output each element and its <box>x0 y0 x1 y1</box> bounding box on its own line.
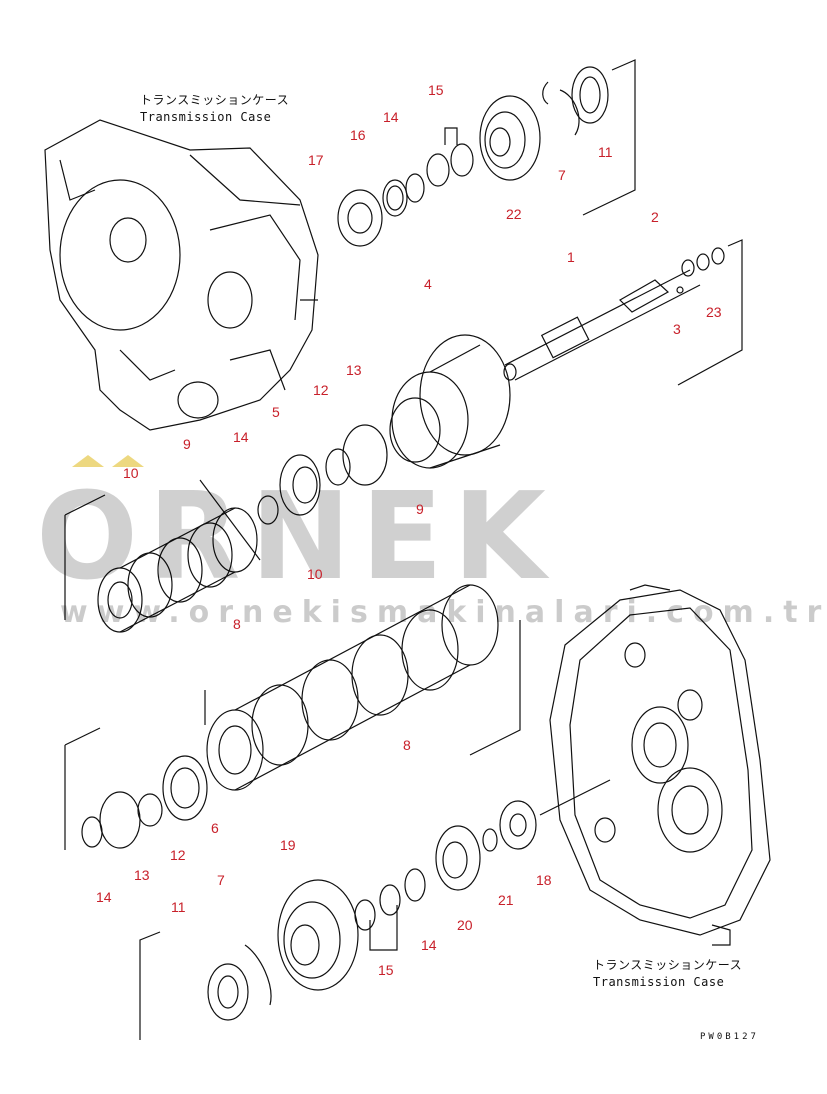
part-label: 20 <box>457 917 473 933</box>
part-label: 23 <box>706 304 722 320</box>
part-label: 9 <box>183 436 191 452</box>
shaft-assembly <box>503 239 743 386</box>
part-label: 15 <box>378 962 394 978</box>
part-label: 11 <box>171 899 186 915</box>
part-label: 18 <box>536 872 552 888</box>
watermark-logo-mark-2 <box>112 455 144 467</box>
caption-bottom-en: Transmission Case <box>593 975 725 989</box>
part-label: 3 <box>673 321 681 337</box>
lower-chain-parts <box>64 727 208 850</box>
part-label: 13 <box>346 362 362 378</box>
transmission-case-upper <box>44 119 319 431</box>
part-label: 1 <box>567 249 575 265</box>
upper-clutch-pack <box>64 479 261 633</box>
part-label: 13 <box>134 867 150 883</box>
part-label: 15 <box>428 82 444 98</box>
part-label: 14 <box>421 937 437 953</box>
watermark-brand: ORNEK <box>36 468 556 607</box>
part-label: 12 <box>170 847 186 863</box>
part-label: 4 <box>424 276 432 292</box>
part-label: 6 <box>211 820 219 836</box>
part-label: 22 <box>506 206 522 222</box>
watermark-logo-mark <box>72 455 104 467</box>
drawing-code: PW0B127 <box>700 1032 759 1042</box>
part-label: 14 <box>383 109 399 125</box>
watermark-url: www.ornekismakinalari.com.tr <box>60 595 827 630</box>
part-label: 16 <box>350 127 366 143</box>
caption-top-en: Transmission Case <box>140 110 272 124</box>
part-label: 10 <box>123 465 139 481</box>
lower-clutch-pack <box>204 584 521 791</box>
part-label: 14 <box>96 889 112 905</box>
part-label: 5 <box>272 404 280 420</box>
caption-top-jp: トランスミッションケース <box>140 93 290 107</box>
part-label: 11 <box>598 144 613 160</box>
part-label: 7 <box>558 167 566 183</box>
part-label: 21 <box>498 892 514 908</box>
part-label: 2 <box>651 209 659 225</box>
part-label: 14 <box>233 429 249 445</box>
part-label: 19 <box>280 837 296 853</box>
part-label: 12 <box>313 382 329 398</box>
clutch-drum <box>257 334 511 525</box>
part-label: 17 <box>308 152 324 168</box>
transmission-case-lower <box>549 584 771 946</box>
part-label: 10 <box>307 566 323 582</box>
part-label: 7 <box>217 872 225 888</box>
part-label: 9 <box>416 501 424 517</box>
top-chain-parts <box>337 59 636 247</box>
bottom-chain-parts <box>139 779 611 1040</box>
part-label: 8 <box>403 737 411 753</box>
part-label: 8 <box>233 616 241 632</box>
caption-bottom-jp: トランスミッションケース <box>593 958 743 972</box>
